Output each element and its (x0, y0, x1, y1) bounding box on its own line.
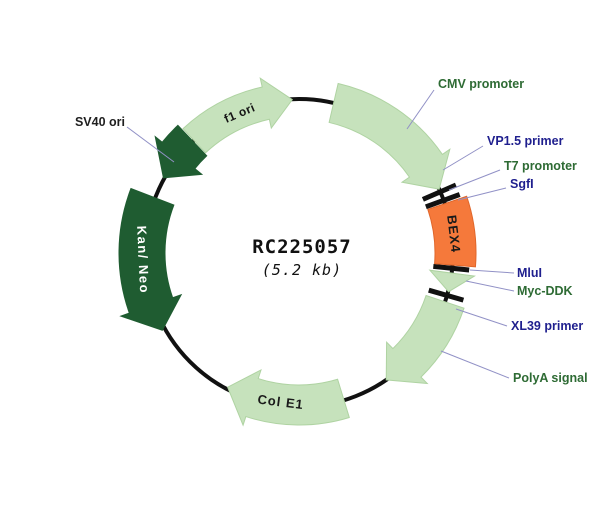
feature-label-t7-promoter: T7 promoter (504, 159, 577, 173)
feature-label-vp15-primer: VP1.5 primer (487, 134, 564, 148)
arc-label-kan-neo: Kan/ Neo (134, 225, 152, 294)
tick-myc-end (428, 287, 465, 303)
tick-sgfi (425, 192, 461, 210)
leader-line-myc-ddk (465, 280, 515, 292)
arc-label-bex4-insert: BEX4 (444, 214, 464, 254)
tick-mlui (433, 263, 470, 273)
feature-label-myc-ddk: Myc-DDK (517, 284, 573, 298)
feature-label-sgfi-site: SgfI (510, 177, 534, 191)
feature-polya-region (385, 294, 465, 385)
feature-col-e1 (227, 368, 350, 427)
tick-vp15-t7 (421, 182, 457, 202)
leader-line-sgfi-site (457, 187, 507, 201)
leader-line-polya-signal (440, 350, 510, 379)
feature-sv40-ori (154, 124, 208, 179)
leader-line-cmv-promoter (406, 89, 435, 130)
feature-myc-ddk-tag (428, 269, 476, 293)
feature-f1-ori (182, 77, 294, 154)
feature-label-xl39-primer: XL39 primer (511, 319, 583, 333)
feature-cmv-promoter (328, 82, 451, 190)
leader-line-vp15-primer (442, 145, 484, 171)
feature-label-sv40-ori: SV40 ori (75, 115, 125, 129)
feature-label-cmv-promoter: CMV promoter (438, 77, 524, 91)
leader-line-t7-promoter (448, 169, 501, 191)
leader-line-mlui-site (469, 269, 515, 274)
feature-label-mlui-site: MluI (517, 266, 542, 280)
leader-line-sv40-ori (126, 126, 175, 163)
feature-kan-neo (118, 187, 183, 331)
feature-label-polya-signal: PolyA signal (513, 371, 588, 385)
leader-line-xl39-primer (455, 308, 508, 327)
feature-bex4-insert (427, 195, 477, 268)
arc-label-col-e1: Col E1 (257, 392, 305, 413)
